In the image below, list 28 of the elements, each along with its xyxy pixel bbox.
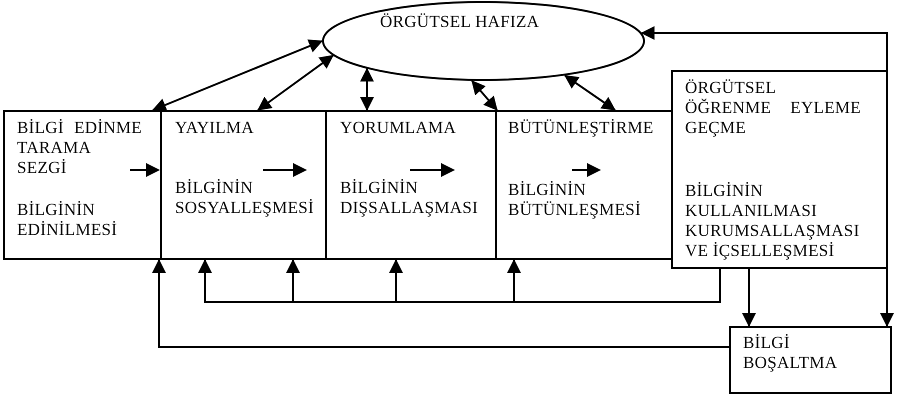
- process-box: [3, 110, 162, 260]
- double-arrow: [564, 74, 616, 111]
- stage-title: YORUMLAMA: [340, 118, 458, 138]
- stage-description: BİLGİNİN BÜTÜNLEŞMESİ: [508, 180, 642, 220]
- memory-ellipse: [322, 1, 645, 81]
- stage-title: BÜTÜNLEŞTİRME: [508, 118, 655, 138]
- process-box: [495, 110, 673, 260]
- stage-title: BİLGİ BOŞALTMA: [743, 333, 838, 373]
- double-arrow: [640, 26, 894, 327]
- process-box: [325, 110, 497, 260]
- double-arrow: [257, 54, 334, 111]
- stage-description: BİLGİNİN SOSYALLEŞMESİ: [175, 178, 315, 218]
- double-arrow: [471, 80, 498, 111]
- process-box: [729, 326, 892, 394]
- arrow: [152, 259, 729, 348]
- double-arrow: [360, 68, 374, 111]
- ellipse-label: ÖRGÜTSEL HAFIZA: [380, 12, 540, 32]
- process-box: [160, 110, 327, 260]
- stage-description: BİLGİNİN DIŞSALLAŞMASI: [340, 178, 480, 218]
- process-box: [671, 70, 888, 269]
- arrow: [507, 259, 721, 303]
- stage-description: BİLGİNİN EDİNİLMESİ: [17, 200, 118, 240]
- double-arrow: [152, 39, 323, 112]
- stage-title: BİLGİ EDİNME TARAMA SEZGİ: [17, 118, 142, 178]
- stage-description: BİLGİNİN KULLANILMASI KURUMSALLAŞMASI VE İÇSELLEŞMESİ: [685, 181, 861, 261]
- stage-title: ÖRGÜTSEL ÖĞRENME EYLEME GEÇME: [685, 78, 861, 138]
- stage-title: YAYILMA: [175, 118, 255, 138]
- arrow: [742, 269, 756, 327]
